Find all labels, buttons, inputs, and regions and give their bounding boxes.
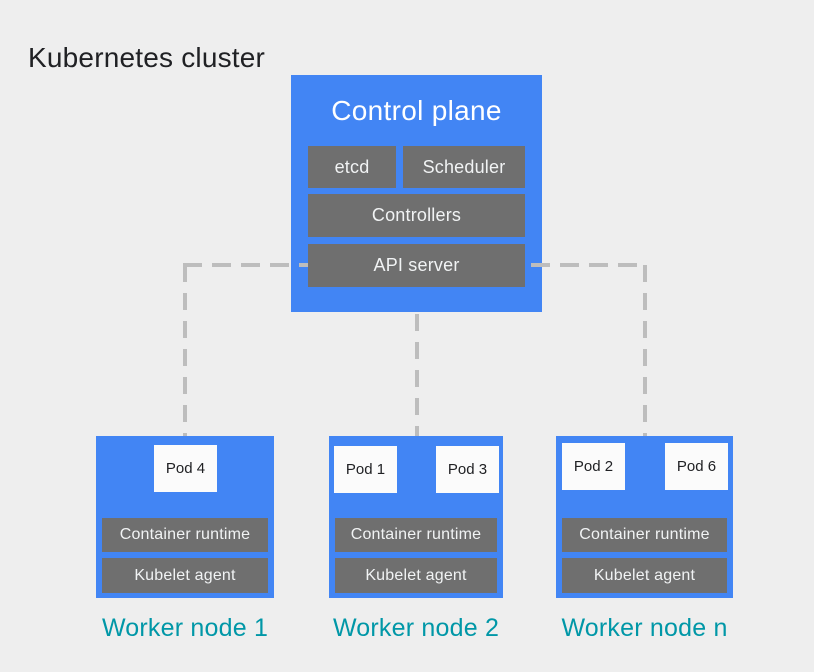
kubelet-agent-label: Kubelet agent [365, 566, 467, 584]
connector-vertical-right [643, 265, 647, 436]
kubelet-agent-box: Kubelet agent [102, 558, 268, 593]
container-runtime-label: Container runtime [350, 526, 482, 543]
worker-node-2-label: Worker node 2 [332, 614, 500, 642]
container-runtime-box: Container runtime [562, 518, 727, 552]
pod-box: Pod 4 [154, 445, 217, 492]
worker-node-n-box: Pod 2 Pod 6 Container runtime Kubelet ag… [556, 436, 733, 598]
etcd-box: etcd [308, 146, 396, 188]
worker-node-2-box: Pod 1 Pod 3 Container runtime Kubelet ag… [329, 436, 503, 598]
kubelet-agent-box: Kubelet agent [335, 558, 497, 593]
connector-vertical-left [183, 265, 187, 436]
container-runtime-box: Container runtime [335, 518, 497, 552]
scheduler-label: Scheduler [422, 156, 506, 177]
kubelet-agent-label: Kubelet agent [134, 566, 236, 584]
container-runtime-box: Container runtime [102, 518, 268, 552]
controllers-box: Controllers [308, 194, 525, 237]
diagram-title: Kubernetes cluster [28, 41, 266, 73]
api-server-box: API server [308, 244, 525, 287]
pod-label: Pod 4 [165, 460, 206, 477]
pod-label: Pod 6 [676, 458, 717, 475]
control-plane-title: Control plane [331, 95, 502, 126]
connector-vertical-center [415, 314, 419, 436]
pod-label: Pod 2 [573, 458, 614, 475]
pod-box: Pod 1 [334, 446, 397, 493]
pod-label: Pod 3 [447, 461, 488, 478]
pod-box: Pod 3 [436, 446, 499, 493]
worker-node-1-label: Worker node 1 [101, 614, 269, 642]
kubelet-agent-box: Kubelet agent [562, 558, 727, 593]
controllers-label: Controllers [371, 205, 462, 225]
worker-node-n-label: Worker node n [561, 614, 728, 642]
pod-box: Pod 2 [562, 443, 625, 490]
etcd-label: etcd [334, 156, 370, 177]
container-runtime-label: Container runtime [119, 526, 251, 543]
pod-box: Pod 6 [665, 443, 728, 490]
control-plane-box: Control plane etcd Scheduler Controllers… [291, 75, 542, 312]
kubelet-agent-label: Kubelet agent [593, 566, 696, 584]
api-server-label: API server [373, 255, 460, 275]
container-runtime-label: Container runtime [579, 526, 710, 543]
scheduler-box: Scheduler [403, 146, 525, 188]
pod-label: Pod 1 [345, 461, 386, 478]
worker-node-1-box: Pod 4 Container runtime Kubelet agent [96, 436, 274, 598]
